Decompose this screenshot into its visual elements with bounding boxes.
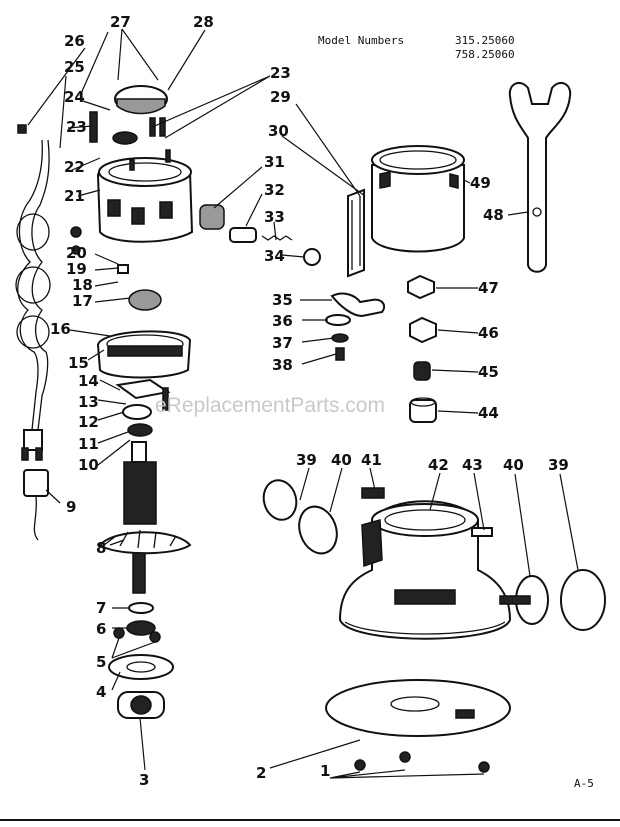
model-numbers-label: Model Numbers	[318, 34, 404, 47]
part-label-21: 21	[64, 187, 85, 205]
part-label-28: 28	[193, 13, 214, 31]
part-label-41: 41	[361, 451, 382, 469]
motor-housing-drawing	[96, 85, 194, 243]
part-label-25: 25	[64, 58, 85, 76]
part-label-37: 37	[272, 334, 293, 352]
part-label-5: 5	[96, 653, 106, 671]
power-cord-drawing	[15, 139, 51, 461]
model-number-2: 758.25060	[455, 48, 515, 61]
part-label-11: 11	[78, 435, 99, 453]
part-label-13: 13	[78, 393, 99, 411]
part-label-46: 46	[478, 324, 499, 342]
part-label-35: 35	[272, 291, 293, 309]
part-label-48: 48	[483, 206, 504, 224]
part-label-49: 49	[470, 174, 491, 192]
part-label-17: 17	[72, 292, 93, 310]
locking-lever-drawing	[325, 292, 386, 361]
part-label-24: 24	[64, 88, 85, 106]
part-label-45: 45	[478, 363, 499, 381]
clamp-spring-drawing	[347, 188, 365, 278]
part-label-14: 14	[78, 372, 99, 390]
part-label-38: 38	[272, 356, 293, 374]
bearing-stack-drawing	[108, 602, 174, 719]
part-label-36: 36	[272, 312, 293, 330]
motor-cup-drawing	[371, 145, 465, 253]
part-label-23-left: 23	[66, 118, 87, 136]
part-label-43: 43	[462, 456, 483, 474]
part-label-15: 15	[68, 354, 89, 372]
part-label-44: 44	[478, 404, 499, 422]
part-label-3: 3	[139, 771, 149, 789]
sub-base-plate-drawing	[325, 679, 511, 773]
part-label-8: 8	[96, 539, 106, 557]
part-label-39-left: 39	[296, 451, 317, 469]
part-label-16: 16	[50, 320, 71, 338]
part-label-19: 19	[66, 260, 87, 278]
watermark-text: eReplacementParts.com	[155, 394, 385, 417]
armature-drawing	[98, 441, 192, 594]
field-assembly-drawing	[96, 264, 192, 437]
part-label-40-left: 40	[331, 451, 352, 469]
part-label-10: 10	[78, 456, 99, 474]
part-label-22: 22	[64, 158, 85, 176]
part-label-47: 47	[478, 279, 499, 297]
part-label-39-right: 39	[548, 456, 569, 474]
part-label-30: 30	[268, 122, 289, 140]
part-callouts: 1 2 3 4 5 6 7 8 9 10 11 12 13 14 15 16 1…	[50, 13, 569, 789]
part-label-33: 33	[264, 208, 285, 226]
part-label-20: 20	[66, 244, 87, 262]
part-label-9: 9	[66, 498, 76, 516]
part-label-23-right: 23	[270, 64, 291, 82]
part-label-1: 1	[320, 762, 330, 780]
part-label-27: 27	[110, 13, 131, 31]
part-label-29: 29	[270, 88, 291, 106]
model-number-1: 315.25060	[455, 34, 515, 47]
collet-parts-drawing	[407, 274, 437, 423]
wrench-drawing	[508, 81, 572, 273]
leader-lines	[27, 28, 579, 779]
switch-and-screws-drawing	[17, 111, 98, 541]
part-label-32: 32	[264, 181, 285, 199]
handle-knobs-drawing	[262, 479, 606, 631]
part-label-42: 42	[428, 456, 449, 474]
part-label-34: 34	[264, 247, 285, 265]
model-numbers-header: Model Numbers 315.25060 758.25060	[318, 34, 515, 61]
part-label-18: 18	[72, 276, 93, 294]
part-label-12: 12	[78, 413, 99, 431]
part-label-26: 26	[64, 32, 85, 50]
part-label-31: 31	[264, 153, 285, 171]
part-label-4: 4	[96, 683, 106, 701]
part-label-6: 6	[96, 620, 106, 638]
brush-holder-drawing	[199, 204, 321, 266]
part-label-7: 7	[96, 599, 106, 617]
part-label-40-right: 40	[503, 456, 524, 474]
router-base-drawing	[338, 487, 512, 640]
page-number: A-5	[574, 777, 594, 790]
part-label-2: 2	[256, 764, 266, 782]
